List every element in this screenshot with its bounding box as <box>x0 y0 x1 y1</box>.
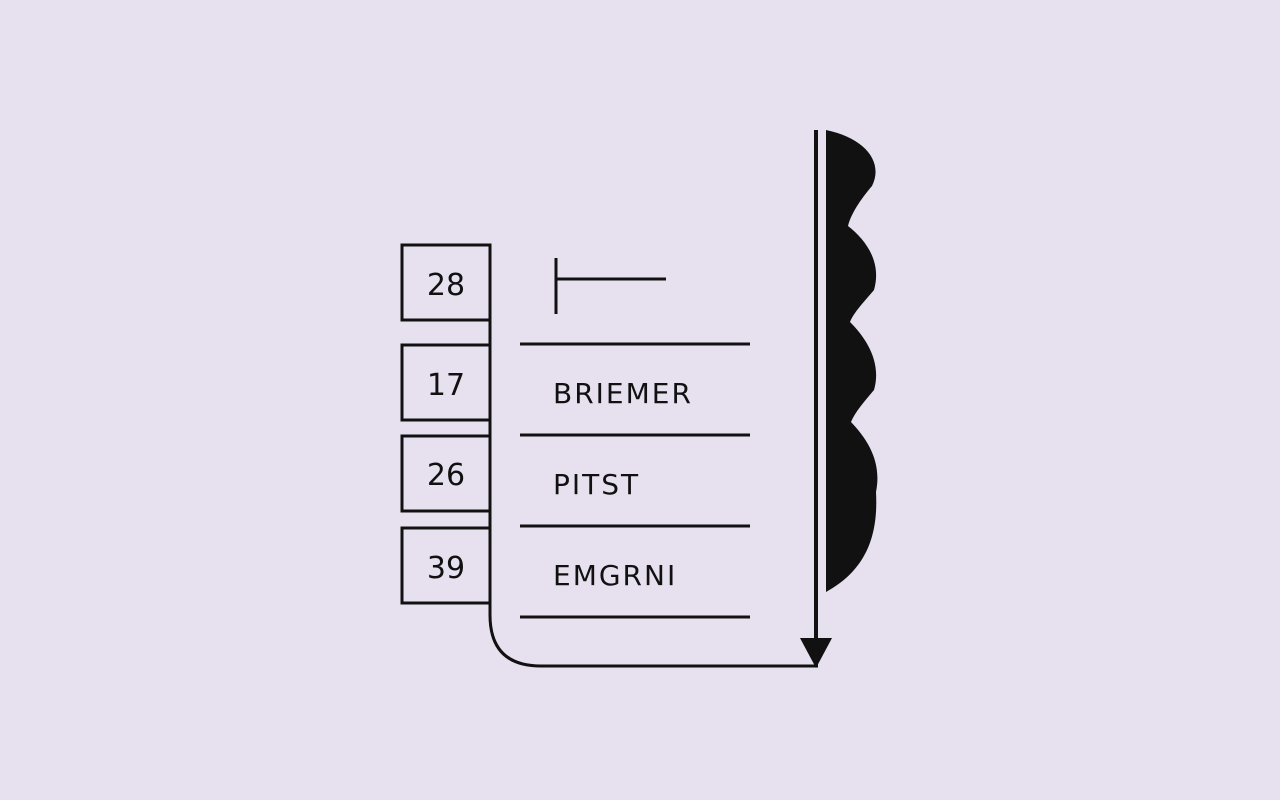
number-box: 17 <box>400 343 492 422</box>
number-box-value: 39 <box>427 551 465 586</box>
number-box: 39 <box>400 526 492 605</box>
number-box-frame <box>400 526 492 605</box>
number-box: 26 <box>400 434 492 513</box>
connector-line <box>488 320 818 668</box>
number-box-value: 26 <box>427 458 465 493</box>
t-bar-icon <box>554 258 666 314</box>
number-box-frame <box>400 243 492 322</box>
arrow-down-icon <box>800 130 832 668</box>
number-box: 28 <box>400 243 492 322</box>
list-label: PITST <box>553 468 640 501</box>
feather-icon <box>826 130 878 592</box>
number-box-value: 17 <box>427 368 465 403</box>
number-box-frame <box>400 434 492 513</box>
number-box-value: 28 <box>427 268 465 303</box>
list-label: EMGRNI <box>553 559 677 592</box>
number-box-frame <box>400 343 492 422</box>
list-label: BRIEMER <box>553 377 693 410</box>
